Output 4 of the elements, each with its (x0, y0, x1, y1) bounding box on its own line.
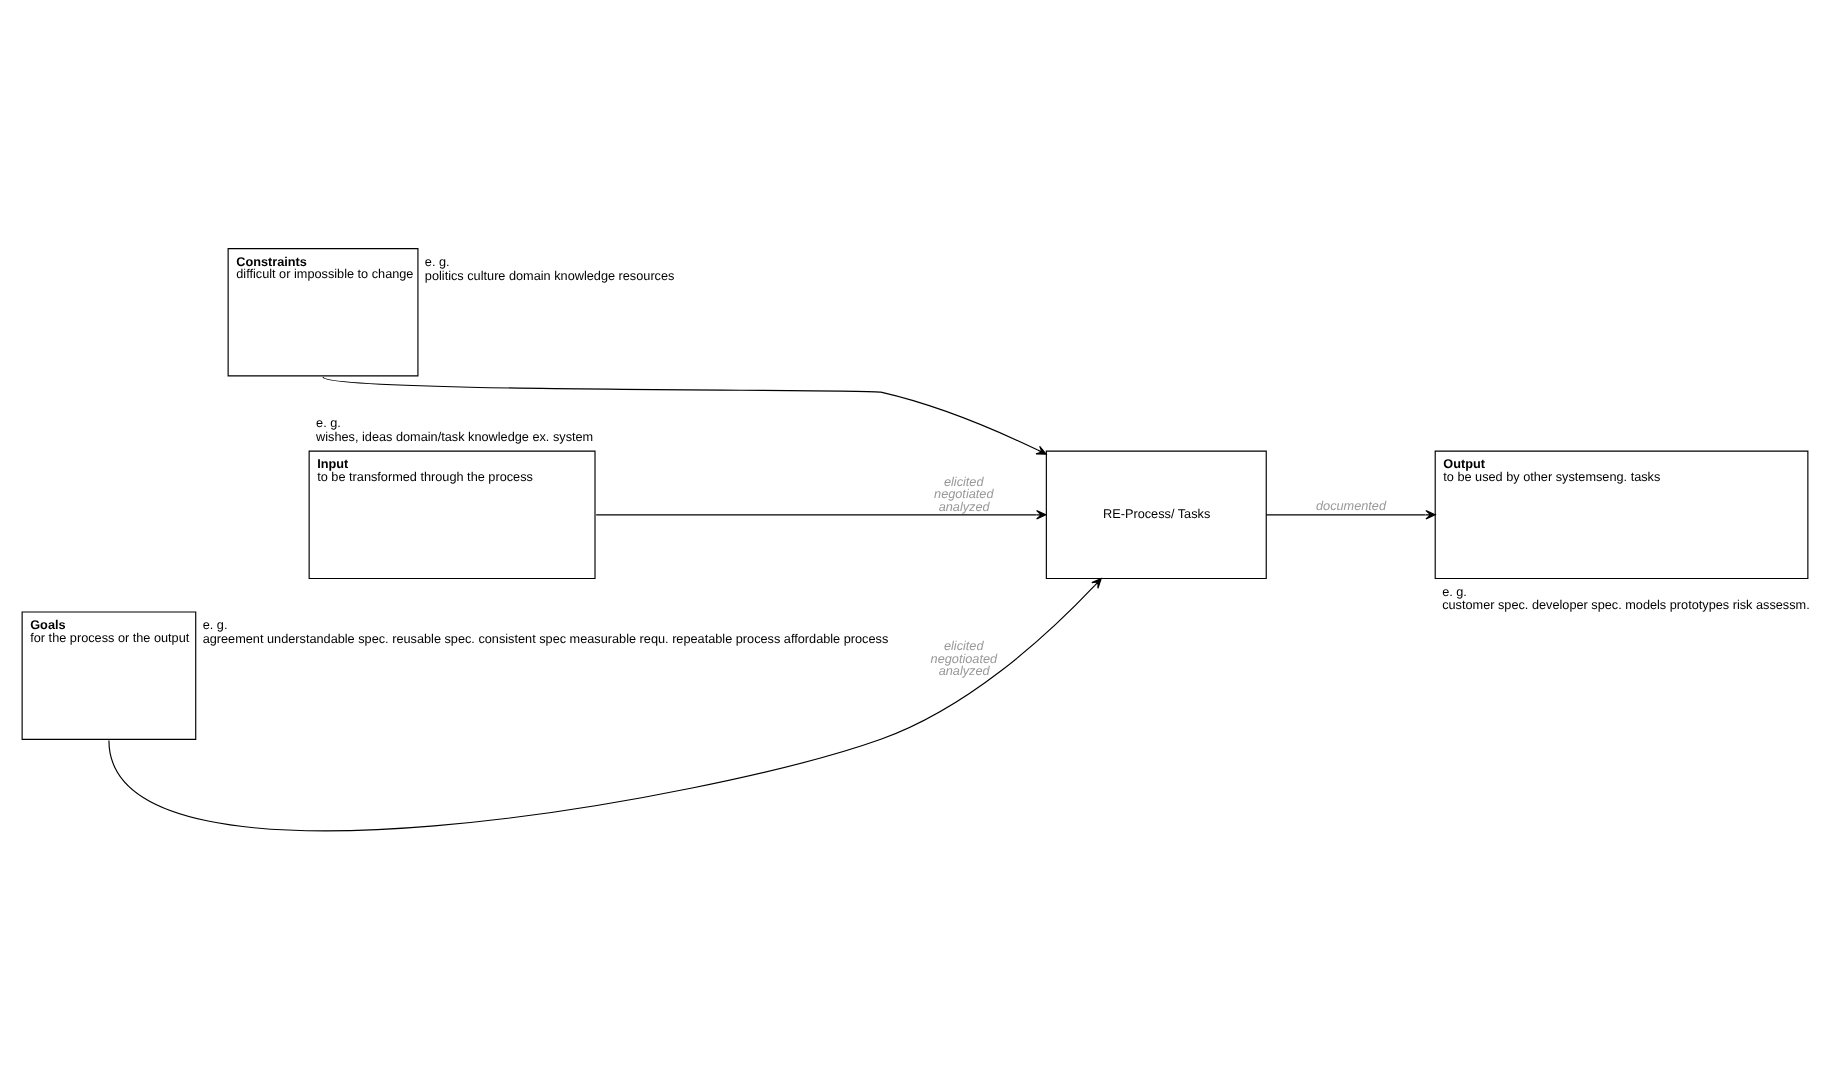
arrow (322, 376, 1047, 455)
arrow (108, 578, 1102, 832)
arrow (595, 510, 1047, 520)
arrow (1265, 510, 1436, 520)
